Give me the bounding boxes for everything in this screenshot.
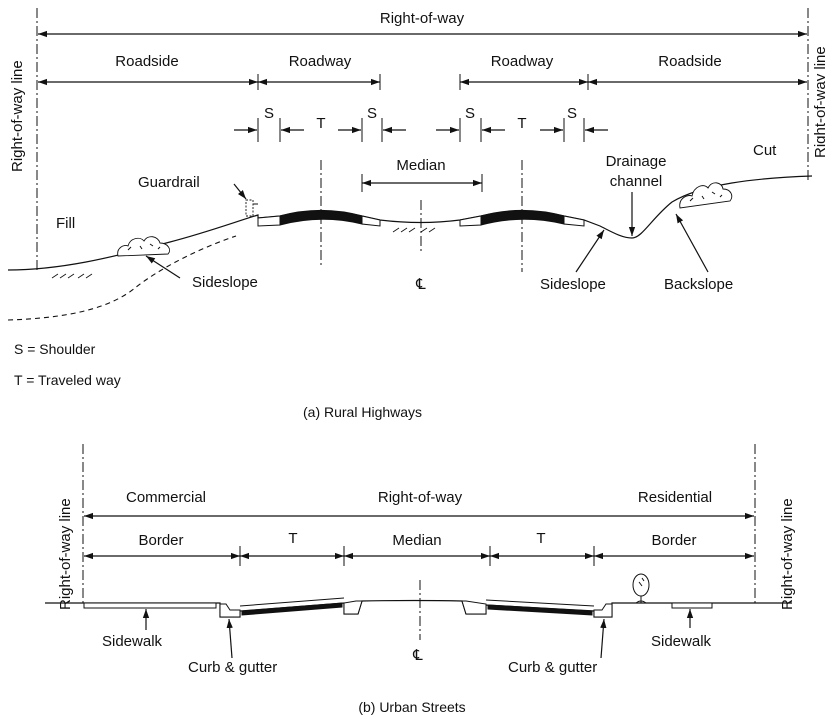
backslope-label: Backslope [664, 276, 733, 293]
sideslope-left-leader [145, 255, 181, 279]
roadway-right-label: Roadway [491, 53, 554, 70]
rural-row-line-left-label: Right-of-way line [9, 60, 26, 172]
shoulder-label: S [567, 105, 577, 122]
sideslope-left-label: Sideslope [192, 274, 258, 291]
curb-left-outer [219, 603, 241, 618]
right-roadway-component-dimensions [436, 118, 608, 142]
commercial-label: Commercial [126, 489, 206, 506]
legend-traveled-way: T = Traveled way [14, 372, 121, 388]
traveled-way-label: T [517, 115, 526, 132]
urban-centerline-symbol: ℄ [412, 647, 423, 664]
curb-gutter-right-leader [600, 618, 607, 659]
curb-gutter-left-label: Curb & gutter [188, 659, 277, 676]
roadside-right-label: Roadside [658, 53, 721, 70]
drainage-channel-label-2: channel [610, 173, 663, 190]
shoulder-label: S [367, 105, 377, 122]
roadside-left-label: Roadside [115, 53, 178, 70]
sidewalk-right-label: Sidewalk [651, 633, 712, 650]
backslope-leader [675, 213, 709, 273]
urban-caption: (b) Urban Streets [358, 699, 465, 715]
guardrail-leader [233, 183, 247, 200]
urban-row-line-right-label: Right-of-way line [779, 498, 796, 610]
shoulder-label: S [465, 105, 475, 122]
border-right-label: Border [651, 532, 696, 549]
sidewalk-left-slab [83, 602, 217, 609]
sideslope-right-label: Sideslope [540, 276, 606, 293]
shrub-right-icon [679, 182, 733, 209]
pavement-top-right [485, 599, 595, 607]
curb-gutter-left-leader [226, 618, 233, 659]
shoulder-right-outer [563, 215, 585, 227]
shrub-left-icon [117, 236, 171, 257]
urban-row-line-left-label: Right-of-way line [57, 498, 74, 610]
median-label: Median [396, 157, 445, 174]
drainage-channel-label-1: Drainage [606, 153, 667, 170]
left-roadway-component-dimensions [234, 118, 406, 142]
rural-highways-section: Right-of-way Roadside Roadway Roadway Ro… [7, 8, 825, 420]
border-left-label: Border [138, 532, 183, 549]
rural-centerline-symbol: ℄ [415, 276, 426, 293]
traveled-right-label: T [536, 530, 545, 547]
shoulder-left-outer [257, 215, 281, 227]
sideslope-right-leader [575, 229, 605, 273]
roadway-left-label: Roadway [289, 53, 352, 70]
rural-row-line-right-label: Right-of-way line [812, 46, 825, 158]
guardrail-label: Guardrail [138, 174, 200, 191]
traveled-way-label: T [316, 115, 325, 132]
sidewalk-left-label: Sidewalk [102, 633, 163, 650]
tree-icon [632, 573, 650, 604]
rural-row-label: Right-of-way [380, 10, 465, 27]
urban-pavement-left [241, 602, 343, 616]
rural-ground-profile [7, 175, 813, 271]
urban-streets-section: Right-of-way Commercial Residential Bord… [45, 444, 796, 715]
urban-pavement-right [487, 604, 593, 616]
median-urban-label: Median [392, 532, 441, 549]
fill-label: Fill [56, 215, 75, 232]
rural-caption: (a) Rural Highways [303, 404, 422, 420]
legend-shoulder: S = Shoulder [14, 341, 96, 357]
residential-label: Residential [638, 489, 712, 506]
curb-left-inner [343, 600, 363, 615]
sidewalk-right-slab [671, 602, 713, 609]
shoulder-right-inner [459, 215, 482, 227]
curb-right-outer [593, 603, 613, 618]
guardrail-icon [245, 199, 258, 217]
curb-right-inner [461, 600, 487, 615]
shoulder-left-inner [361, 215, 381, 227]
urban-row-label: Right-of-way [378, 489, 463, 506]
shoulder-label: S [264, 105, 274, 122]
cut-label: Cut [753, 142, 777, 159]
pavement-top-left [239, 597, 345, 607]
curb-gutter-right-label: Curb & gutter [508, 659, 597, 676]
ground-hatch [51, 227, 436, 279]
fill-original-ground [7, 235, 237, 321]
traveled-left-label: T [288, 530, 297, 547]
